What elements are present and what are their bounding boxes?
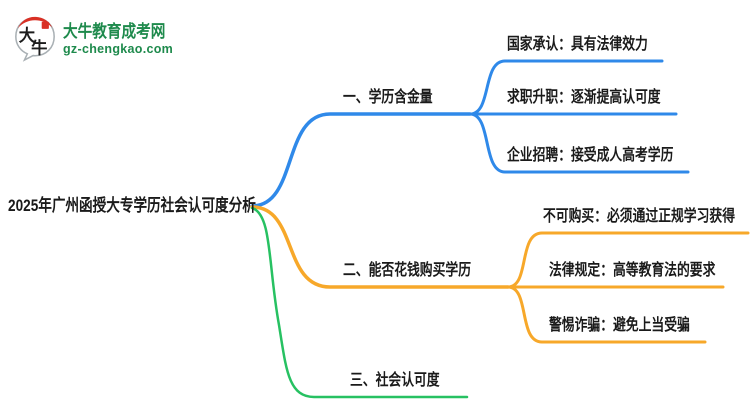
branch-2-child-3-line — [506, 285, 707, 344]
branch-1-child-1-label[interactable]: 国家承认：具有法律效力 — [507, 36, 648, 53]
root-node-label[interactable]: 2025年广州函授大专学历社会认可度分析 — [8, 196, 256, 215]
branch-1-trunk-line — [250, 112, 472, 208]
red-arc — [17, 16, 53, 29]
branch-1-child-1-line — [468, 59, 664, 116]
branch-3-trunk-line — [250, 206, 469, 399]
brand-text: 大牛教育成考网 gz-chengkao.com — [63, 21, 182, 56]
branch-1-child-2-label[interactable]: 求职升职：逐渐提高认可度 — [507, 89, 661, 106]
branch-2-child-1-label[interactable]: 不可购买：必须通过正规学习获得 — [543, 208, 736, 225]
daniu-speech-bubble-icon: 大 牛 — [15, 16, 55, 62]
branch-1-child-3-line — [468, 112, 690, 174]
branch-3-label[interactable]: 三、社会认可度 — [350, 372, 440, 389]
branch-2-child-1-line — [506, 231, 750, 289]
logo-char-niu: 牛 — [31, 38, 47, 57]
brand-logo: 大 牛 大牛教育成考网 gz-chengkao.com — [12, 13, 182, 63]
logo-char-da: 大 — [19, 26, 36, 45]
branch-2-child-2-label[interactable]: 法律规定：高等教育法的要求 — [549, 262, 716, 279]
branch-1-label[interactable]: 一、学历含金量 — [343, 89, 433, 106]
brand-title: 大牛教育成考网 — [63, 21, 166, 41]
branch-2-label[interactable]: 二、能否花钱购买学历 — [343, 262, 472, 279]
branch-2-trunk-line — [250, 205, 510, 289]
branch-1-child-3-label[interactable]: 企业招聘：接受成人高考学历 — [507, 147, 674, 164]
branch-2-child-3-label[interactable]: 警惕诈骗：避免上当受骗 — [549, 317, 690, 334]
red-seal — [41, 21, 49, 29]
brand-subtitle: gz-chengkao.com — [63, 41, 174, 56]
